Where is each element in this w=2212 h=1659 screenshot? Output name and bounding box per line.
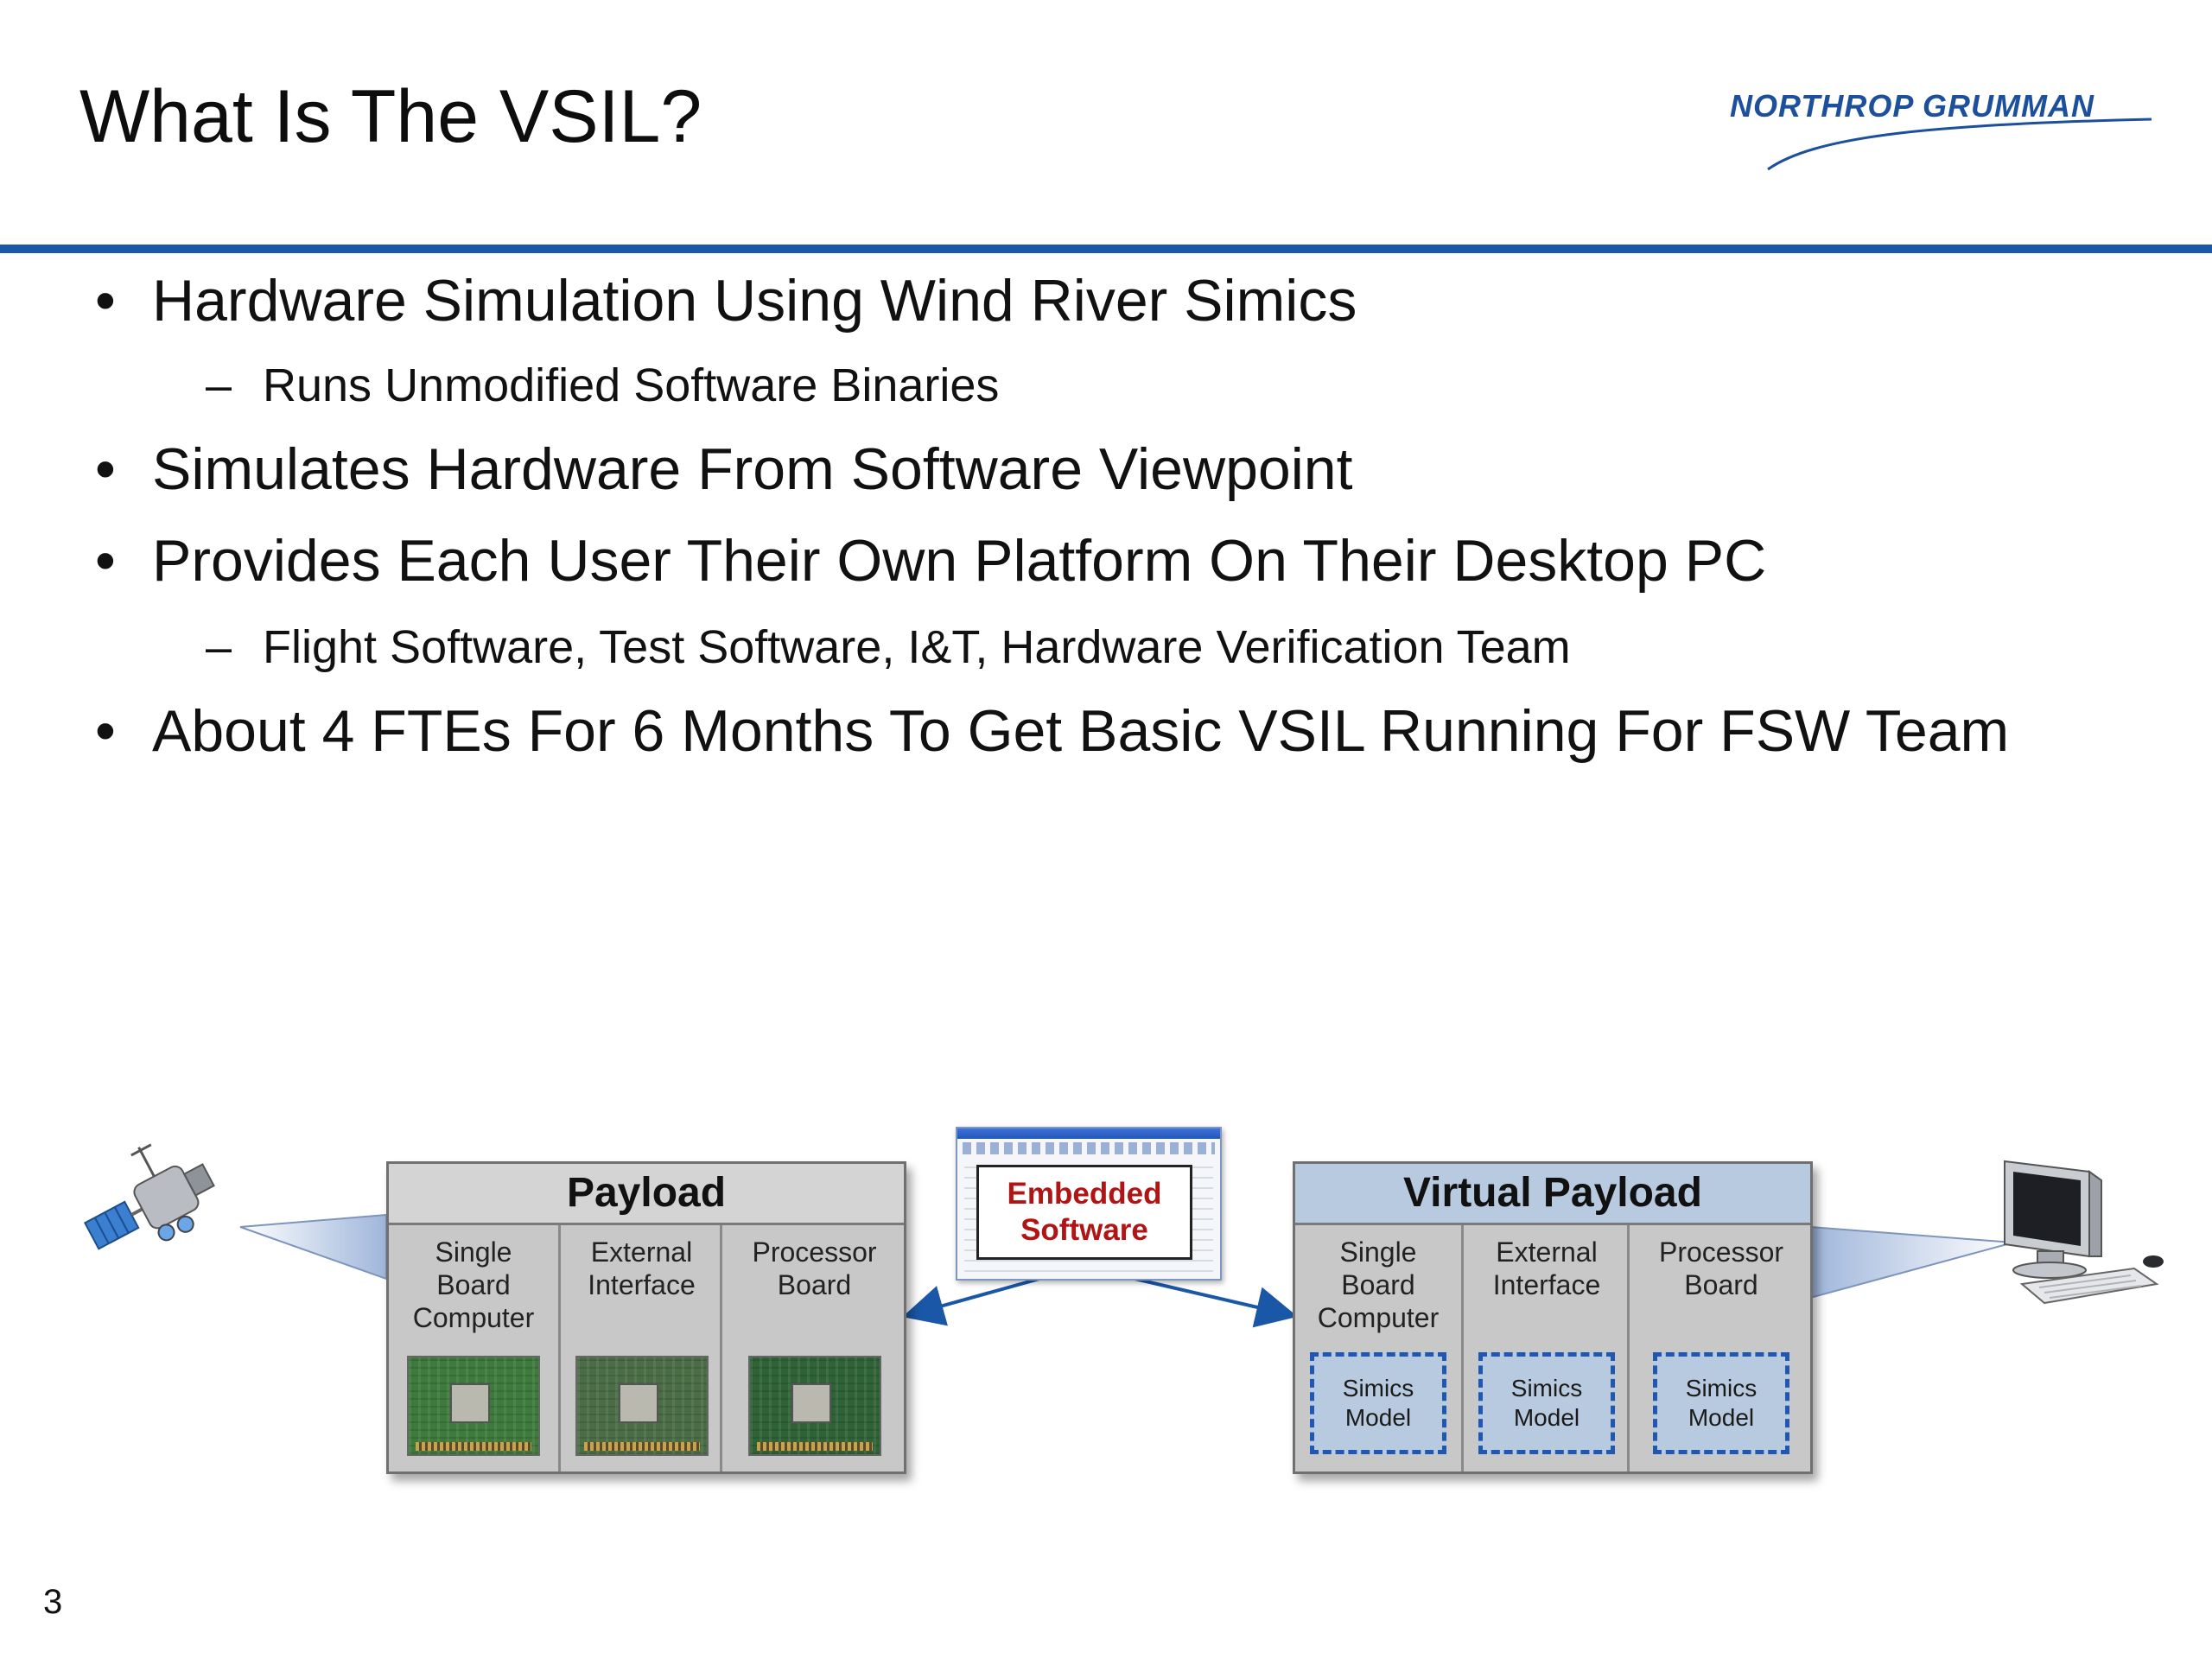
pc-beam xyxy=(1809,1225,2014,1300)
vsil-diagram: Payload Single Board Computer External I… xyxy=(0,1115,2212,1512)
simics-model-box: Simics Model xyxy=(1653,1352,1789,1454)
logo-swoosh-icon xyxy=(1767,118,2152,171)
bullet-text: Provides Each User Their Own Platform On… xyxy=(152,528,1767,594)
virtual-payload-title: Virtual Payload xyxy=(1295,1164,1810,1225)
virtual-payload-panel: Virtual Payload Single Board Computer Si… xyxy=(1293,1161,1813,1474)
northrop-grumman-logo: NORTHROP GRUMMAN xyxy=(1719,79,2169,176)
virtual-column-sbc: Single Board Computer Simics Model xyxy=(1295,1225,1461,1471)
payload-column-sbc: Single Board Computer xyxy=(389,1225,558,1471)
bullet-text: About 4 FTEs For 6 Months To Get Basic V… xyxy=(152,698,2010,764)
window-toolbar xyxy=(963,1142,1215,1154)
bullet-dot: • xyxy=(95,698,116,764)
bullet-dot: • xyxy=(95,436,116,502)
column-label: External Interface xyxy=(1492,1236,1601,1300)
logo-text: NORTHROP GRUMMAN xyxy=(1730,88,2094,124)
column-label: Processor Board xyxy=(752,1236,877,1300)
satellite-beam xyxy=(239,1213,387,1281)
satellite-icon xyxy=(83,1143,215,1250)
circuit-board-icon xyxy=(407,1356,540,1456)
slide-title: What Is The VSIL? xyxy=(79,75,702,158)
window-titlebar xyxy=(957,1128,1220,1139)
sub-bullet-dash: – xyxy=(206,359,232,411)
embedded-software-label: Embedded Software xyxy=(976,1165,1192,1260)
column-label: Processor Board xyxy=(1658,1236,1784,1300)
circuit-board-icon xyxy=(747,1356,881,1456)
page-number: 3 xyxy=(43,1583,63,1621)
sub-bullet-dash: – xyxy=(206,621,232,673)
simics-model-box: Simics Model xyxy=(1478,1352,1615,1454)
column-label: External Interface xyxy=(588,1236,696,1300)
payload-column-external-interface: External Interface xyxy=(558,1225,722,1471)
sub-bullet-text: Runs Unmodified Software Binaries xyxy=(263,359,1000,411)
bullet-dot: • xyxy=(95,528,116,594)
payload-panel: Payload Single Board Computer External I… xyxy=(386,1161,906,1474)
bullet-text: Simulates Hardware From Software Viewpoi… xyxy=(152,436,1353,502)
desktop-pc-icon xyxy=(2004,1160,2164,1305)
payload-column-processor-board: Processor Board xyxy=(720,1225,906,1471)
column-label: Single Board Computer xyxy=(412,1236,535,1333)
bullet-dot: • xyxy=(95,268,116,334)
sub-bullet-text: Flight Software, Test Software, I&T, Har… xyxy=(263,621,1571,673)
column-label: Single Board Computer xyxy=(1317,1236,1440,1333)
circuit-board-icon xyxy=(575,1356,709,1456)
title-divider xyxy=(0,245,2212,253)
payload-title: Payload xyxy=(389,1164,904,1225)
bullet-text: Hardware Simulation Using Wind River Sim… xyxy=(152,268,1357,334)
virtual-column-processor-board: Processor Board Simics Model xyxy=(1627,1225,1813,1471)
virtual-column-external-interface: External Interface Simics Model xyxy=(1461,1225,1630,1471)
simics-model-box: Simics Model xyxy=(1310,1352,1446,1454)
